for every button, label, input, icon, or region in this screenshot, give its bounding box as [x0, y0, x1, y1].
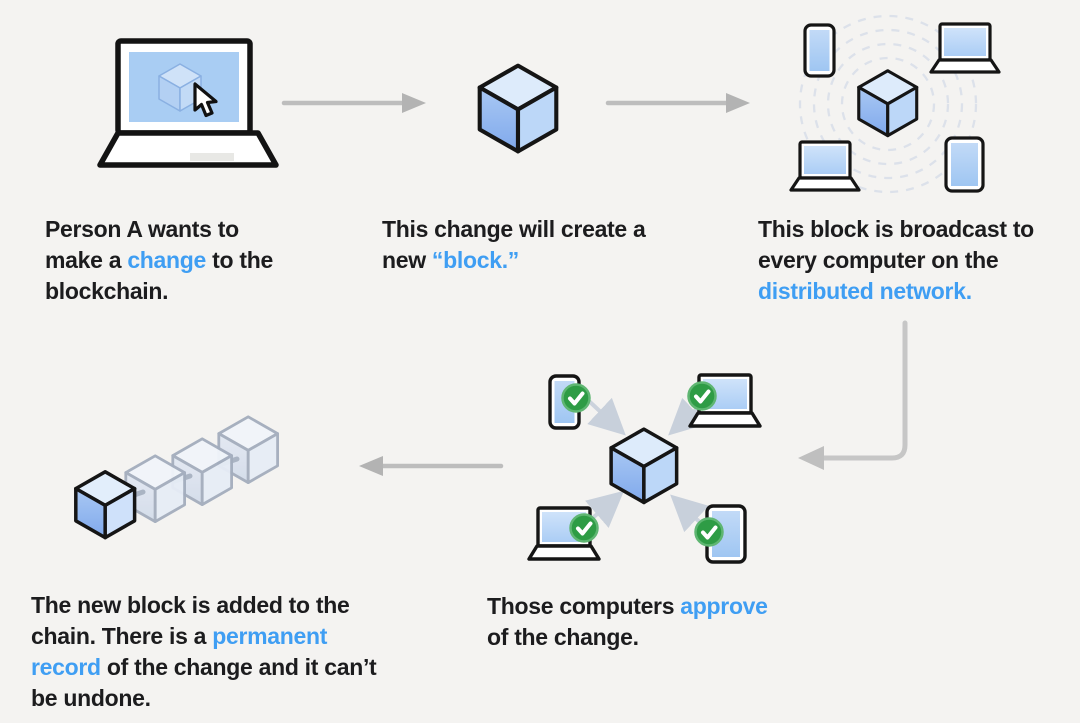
tablet-icon — [944, 136, 985, 193]
caption-create-change: Person A wants to make a change to the b… — [45, 214, 290, 307]
caption-segment: The new block is added to the chain. The… — [31, 592, 350, 649]
caption-link: permanent record — [31, 623, 328, 680]
arrow-right-icon — [605, 93, 750, 113]
laptop-with-cursor-icon — [97, 38, 279, 168]
caption-link: change — [127, 247, 207, 273]
broadcast-network-illustration — [789, 14, 1001, 194]
broadcast-waves — [798, 14, 978, 194]
phone-icon — [803, 23, 836, 78]
blockchain-chain-illustration — [74, 415, 279, 540]
caption-link: distributed network. — [758, 278, 972, 304]
caption-segment: of the change and it can’t be undone. — [31, 654, 377, 711]
caption-segment: Person A wants to make a — [45, 216, 239, 273]
arrow-left-icon — [359, 456, 504, 476]
caption-segment: of the change. — [487, 624, 639, 650]
caption-segment: This block is broadcast to every compute… — [758, 216, 1034, 273]
check-icon — [694, 517, 724, 547]
block-cube-icon — [609, 427, 679, 505]
laptop-icon — [789, 140, 861, 192]
caption-broadcast: This block is broadcast to every compute… — [758, 214, 1058, 307]
check-icon — [687, 381, 717, 411]
caption-added-to-chain: The new block is added to the chain. The… — [31, 590, 396, 714]
block-cube-icon — [857, 69, 919, 138]
arrow-right-icon — [281, 93, 426, 113]
caption-segment: to the blockchain. — [45, 247, 273, 304]
faded-cube-icon — [171, 437, 233, 506]
caption-link: “block.” — [431, 247, 519, 273]
caption-new-block: This change will create a new “block.” — [382, 214, 672, 276]
caption-link: approve — [680, 593, 768, 619]
caption-segment: Those computers — [487, 593, 681, 619]
arrow-elbow-icon — [798, 320, 908, 470]
caption-segment: This change will create a new — [382, 216, 646, 273]
new-block-cube-icon — [74, 470, 137, 540]
caption-approve: Those computers approve of the change. — [487, 591, 777, 653]
laptop-base — [97, 130, 279, 168]
check-icon — [569, 513, 599, 543]
approval-network-illustration — [527, 373, 762, 564]
cursor-icon — [193, 82, 218, 118]
laptop-icon — [929, 22, 1001, 74]
laptop-notch — [190, 153, 234, 161]
faded-cube-icon — [124, 454, 186, 523]
check-icon — [561, 383, 591, 413]
block-cube-icon — [477, 63, 559, 154]
